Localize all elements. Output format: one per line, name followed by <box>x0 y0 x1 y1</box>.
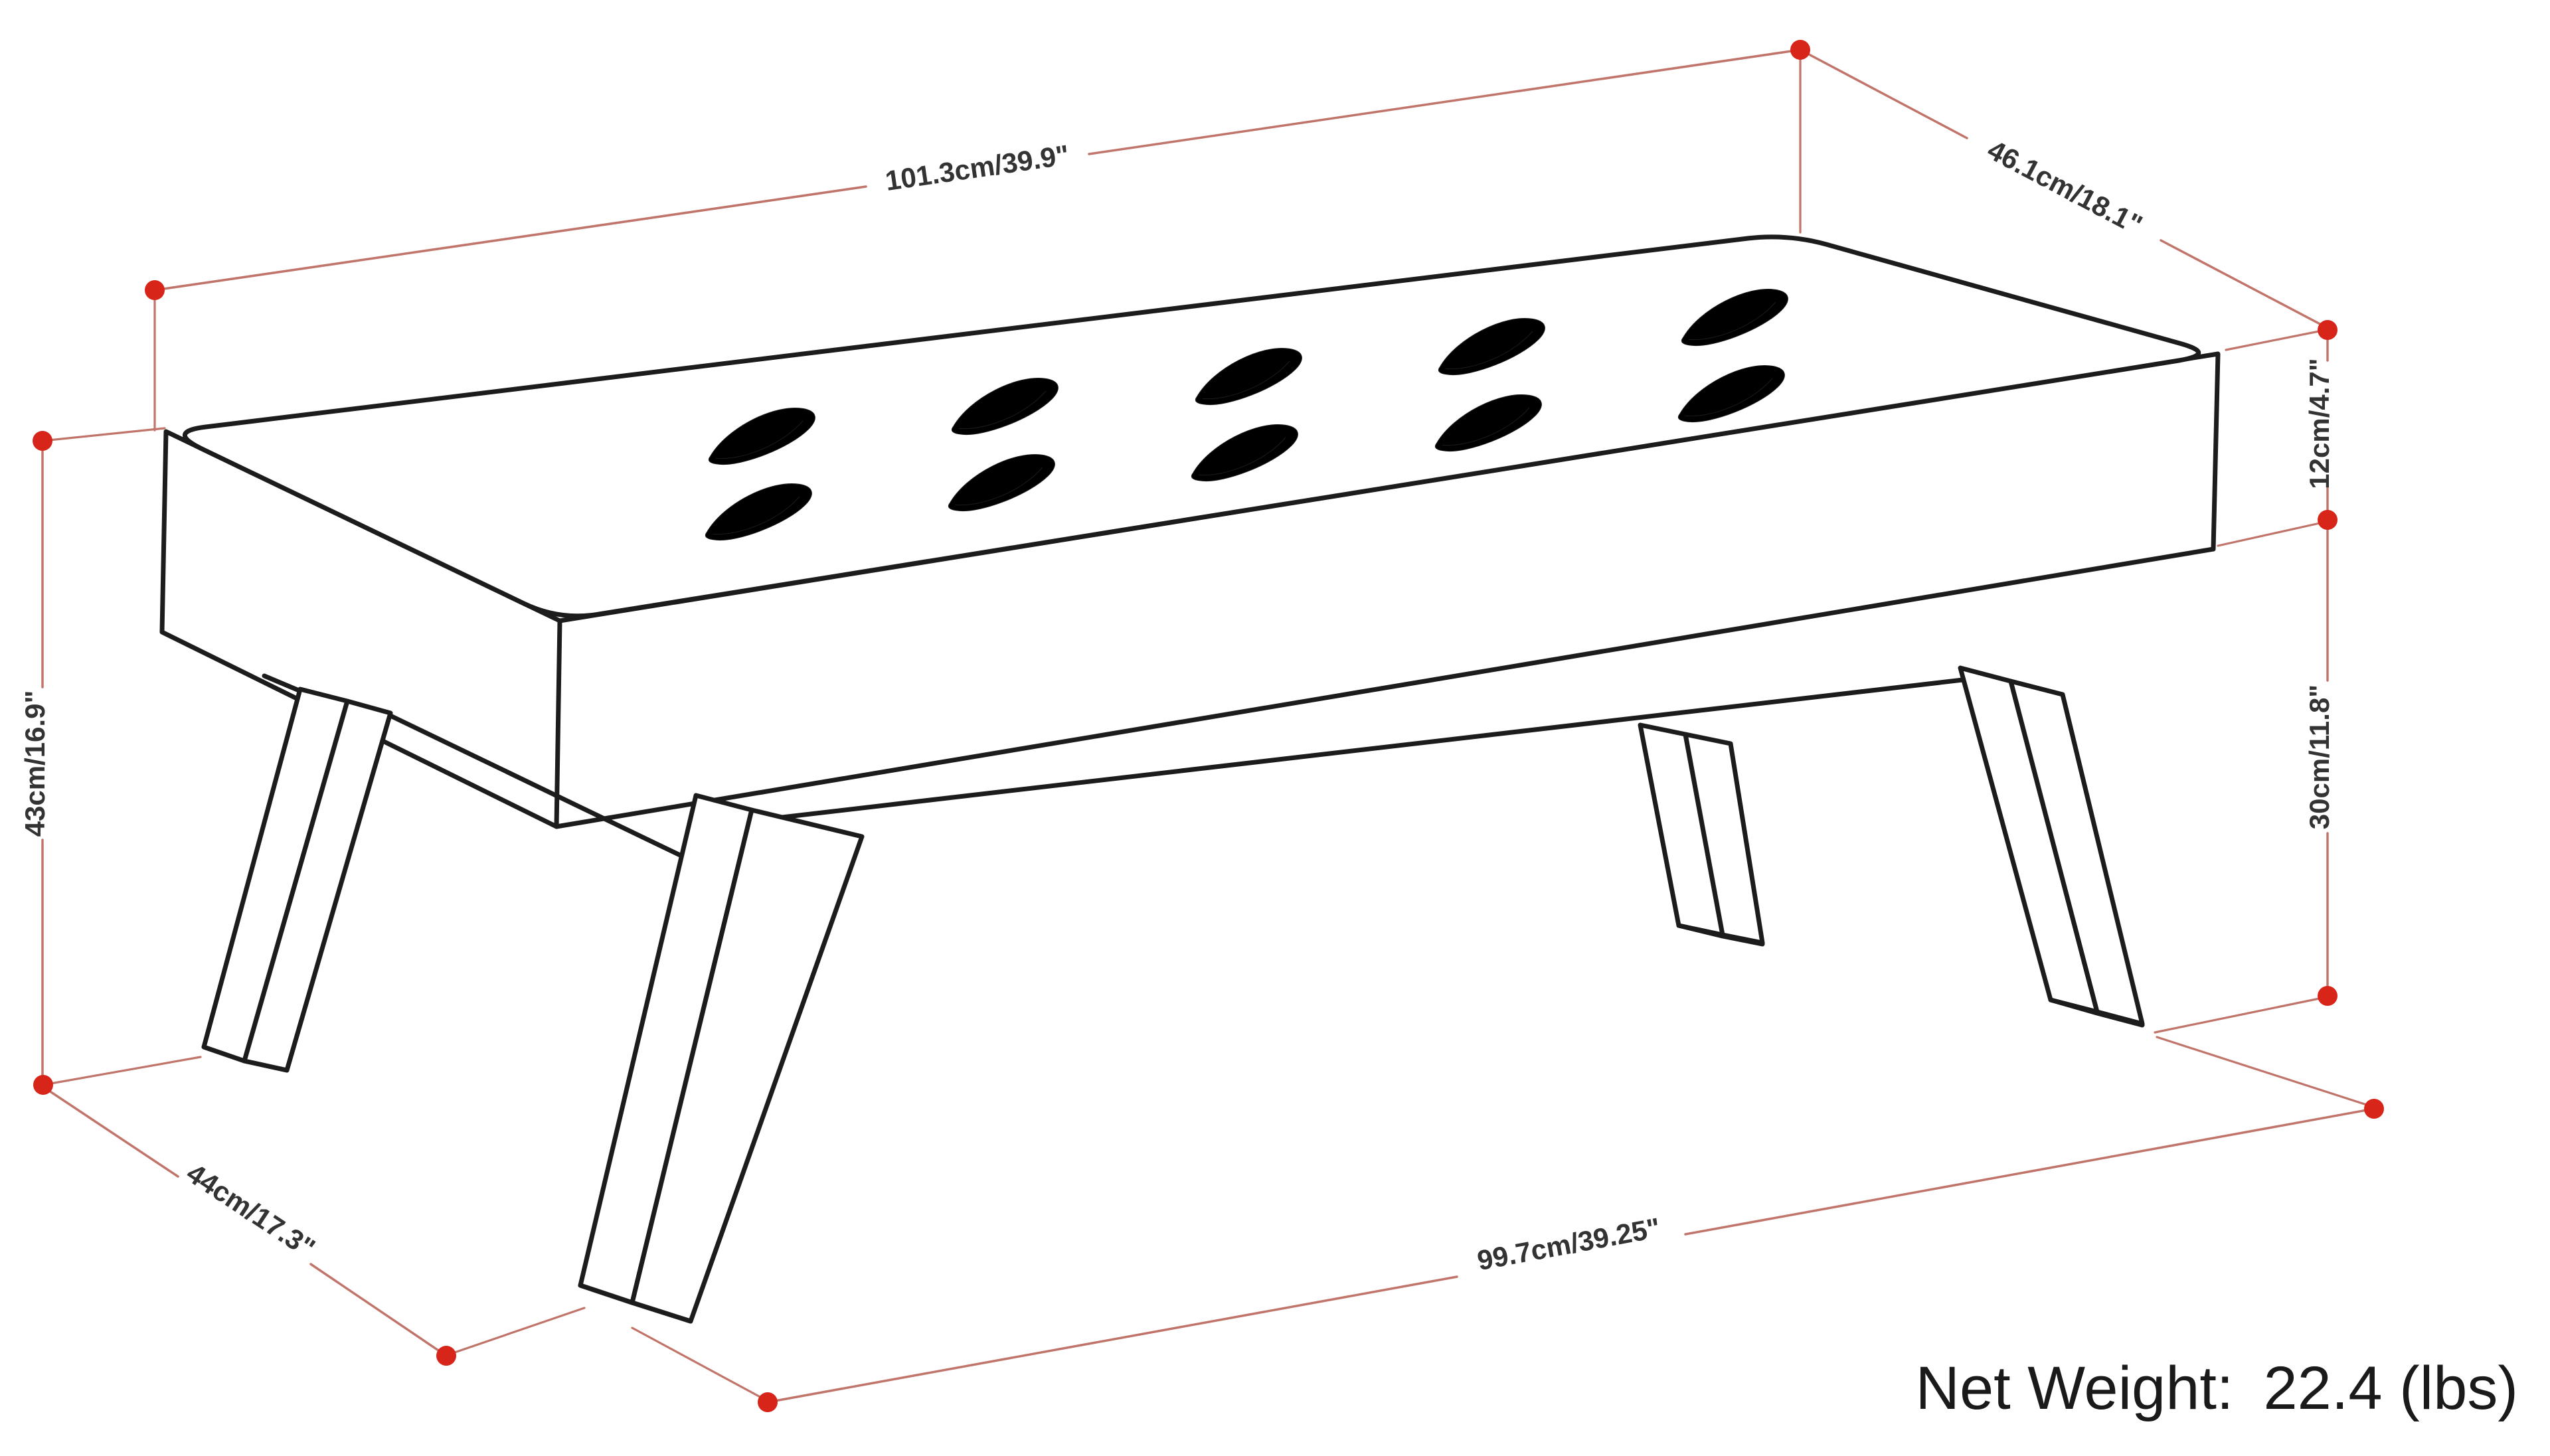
dimension-label-leg-height: 30cm/11.8" <box>2304 685 2335 829</box>
dimension-label-top-width: 101.3cm/39.9" <box>883 139 1071 197</box>
bench-leg-front-left <box>201 687 393 1073</box>
bench-drawing <box>159 234 2221 1324</box>
bench-leg-front-right <box>1958 665 2145 1028</box>
dimension-endpoint-dot <box>2318 320 2338 340</box>
dimension-label-base-width: 99.7cm/39.25" <box>1475 1212 1663 1276</box>
dimension-endpoint-dot <box>758 1392 778 1412</box>
bench-leg-front-center <box>578 793 865 1324</box>
dimension-endpoint-dot <box>1790 40 1810 60</box>
dimension-extension-lines <box>41 48 2372 1401</box>
dimension-label-overall-height: 43cm/16.9" <box>19 690 50 837</box>
dimension-line-base-depth <box>42 1086 448 1357</box>
dimension-line-top-depth <box>1799 48 2329 329</box>
dimension-endpoint-dot <box>33 1075 53 1095</box>
cushion-front-corner-edge <box>554 618 562 829</box>
dimension-lines <box>41 48 2375 1404</box>
dimension-endpoint-dot <box>436 1346 456 1366</box>
net-weight-value: 22.4 (lbs) <box>2264 1354 2519 1422</box>
net-weight-label: Net Weight: <box>1916 1354 2234 1422</box>
dimension-endpoint-dot <box>33 431 52 451</box>
dimension-endpoint-dot <box>145 280 165 300</box>
dimension-line-base-width <box>766 1107 2375 1404</box>
dimension-endpoint-dot <box>2364 1099 2384 1119</box>
dimension-endpoint-dot <box>2318 986 2338 1006</box>
dimension-endpoint-dots <box>33 40 2384 1412</box>
under-frame-rail <box>262 673 1988 867</box>
bench-leg-rear <box>1638 722 1765 947</box>
dimension-endpoint-dot <box>2318 510 2338 530</box>
dimension-label-top-depth: 46.1cm/18.1" <box>1982 134 2147 241</box>
dimension-line-top-width <box>153 48 1802 291</box>
dimension-label-cushion-thickness: 12cm/4.7" <box>2304 358 2335 489</box>
dimension-label-base-depth: 44cm/17.3" <box>181 1157 321 1264</box>
net-weight-text: Net Weight: 22.4 (lbs) <box>1916 1354 2518 1422</box>
